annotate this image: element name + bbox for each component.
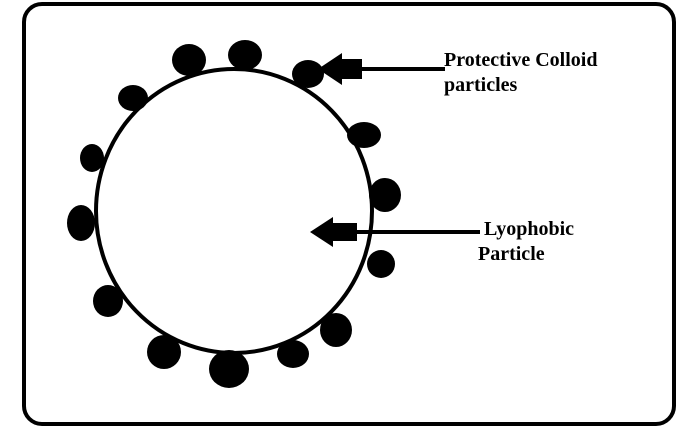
colloid-particle [347, 122, 381, 148]
colloid-particle [369, 178, 401, 212]
diagram-frame [22, 2, 676, 426]
colloid-particle [118, 85, 148, 111]
lyophobic-particle-label: Lyophobic Particle [478, 217, 574, 267]
colloid-particle [147, 335, 181, 369]
protective-colloid-arrow [318, 53, 445, 85]
colloid-particle [209, 350, 249, 388]
protective-colloid-label-line2: particles [444, 74, 518, 96]
colloid-particle [80, 144, 104, 172]
lyophobic-particle-arrow [310, 217, 480, 247]
protective-colloid-label-line1: Protective Colloid [444, 49, 598, 71]
protective-colloid-particles [67, 40, 401, 388]
lyophobic-particle-circle [94, 67, 374, 355]
colloid-particle [93, 285, 123, 317]
colloid-particle [172, 44, 206, 76]
lyophobic-particle-label-line1: Lyophobic [484, 218, 575, 240]
lyophobic-particle-label-line2: Particle [478, 243, 545, 265]
colloid-particle [277, 340, 309, 368]
colloid-particle [367, 250, 395, 278]
protective-colloid-label: Protective Colloid particles [444, 48, 597, 98]
colloid-particle [67, 205, 95, 241]
colloid-particle [292, 60, 324, 88]
colloid-particle [228, 40, 262, 70]
colloid-particle [320, 313, 352, 347]
